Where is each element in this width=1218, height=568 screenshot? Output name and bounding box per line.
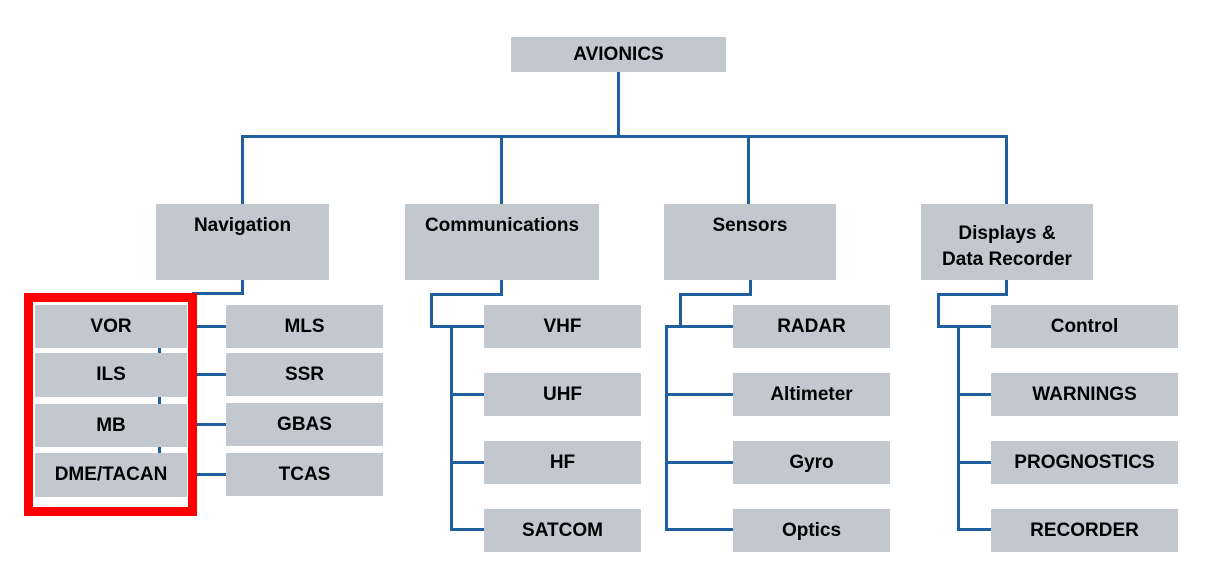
connector-sens-altimeter [665,393,734,396]
node-label: WARNINGS [1032,383,1137,405]
node-label: Sensors [712,215,788,236]
connector-nav-ssr [194,373,228,376]
node-label: Navigation [193,215,292,236]
connector-nav-gbas [194,423,228,426]
connector-nav-elbow [192,292,244,295]
node-label: TCAS [278,463,331,485]
node-recorder: RECORDER [991,509,1178,552]
connector-sens-gyro [665,461,734,464]
node-radar: RADAR [733,305,890,348]
node-control: Control [991,305,1178,348]
connector-disp-control [937,325,992,328]
connector-disp-recorder [957,528,992,531]
node-displays-data-recorder: Displays & Data Recorder [921,204,1093,280]
connector-comm-elbow-down [430,293,433,327]
connector-nav-stem [241,280,244,294]
node-label: RECORDER [1030,519,1139,541]
connector-nav-tcas [194,473,228,476]
connector-comm-stem [500,280,503,295]
node-label: SSR [284,363,325,385]
node-tcas: TCAS [226,453,383,496]
node-label: MB [96,414,126,436]
node-ils: ILS [35,353,187,397]
connector-sens-drop [747,135,750,205]
connector-comm-vhf [430,325,485,328]
connector-comm-uhf [450,393,485,396]
connector-disp-stem [1005,280,1008,295]
connector-top-bus [241,135,1008,138]
connector-disp-elbow-down [937,293,940,327]
node-label: HF [549,451,576,473]
node-label: AVIONICS [573,43,664,65]
node-label: PROGNOSTICS [1014,451,1155,473]
connector-comm-drop [500,135,503,205]
node-label-line-2: Data Recorder [942,248,1072,270]
connector-disp-elbow [937,293,1008,296]
node-label: ILS [96,364,126,385]
connector-sens-elbow [679,293,752,296]
node-label: UHF [542,383,583,405]
node-label: Communications [424,215,580,236]
node-label: VHF [543,315,582,337]
node-sensors: Sensors [664,204,836,280]
node-label: Altimeter [770,383,853,405]
node-avionics: AVIONICS [511,37,726,72]
connector-sens-spine [665,325,668,530]
node-label: VOR [90,315,132,337]
node-communications: Communications [405,204,599,280]
node-dme-tacan: DME/TACAN [35,453,187,497]
connector-sens-elbow-down [679,293,682,327]
connector-sens-radar [665,325,734,328]
node-ssr: SSR [226,353,383,396]
connector-disp-prognostics [957,461,992,464]
node-altimeter: Altimeter [733,373,890,416]
node-navigation: Navigation [156,204,329,280]
node-gyro: Gyro [733,441,890,484]
connector-comm-elbow [430,293,503,296]
node-warnings: WARNINGS [991,373,1178,416]
node-gbas: GBAS [226,403,383,446]
connector-disp-warnings [957,393,992,396]
connector-disp-drop [1005,135,1008,205]
connector-disp-spine [957,325,960,530]
node-label: Control [1050,315,1119,337]
connector-root-stem [617,71,620,136]
highlight-frame [24,293,197,516]
connector-nav-mls [194,325,228,328]
node-hf: HF [484,441,641,484]
node-optics: Optics [733,509,890,552]
connector-comm-hf [450,461,485,464]
connector-nav-drop [241,135,244,205]
node-label-line-1: Displays & [958,222,1056,244]
node-uhf: UHF [484,373,641,416]
node-vor: VOR [35,305,187,348]
connector-comm-spine [450,325,453,530]
connector-comm-satcom [450,528,485,531]
node-label: SATCOM [522,519,603,541]
node-label: Optics [781,519,842,541]
node-label: RADAR [777,315,846,337]
node-label: DME/TACAN [54,464,168,485]
node-satcom: SATCOM [484,509,641,552]
node-label: GBAS [277,413,332,435]
node-label: MLS [284,315,325,337]
node-mls: MLS [226,305,383,348]
node-prognostics: PROGNOSTICS [991,441,1178,484]
node-label: Gyro [789,451,834,473]
node-vhf: VHF [484,305,641,348]
connector-sens-stem [749,280,752,295]
node-mb: MB [35,404,187,447]
connector-sens-optics [665,528,734,531]
